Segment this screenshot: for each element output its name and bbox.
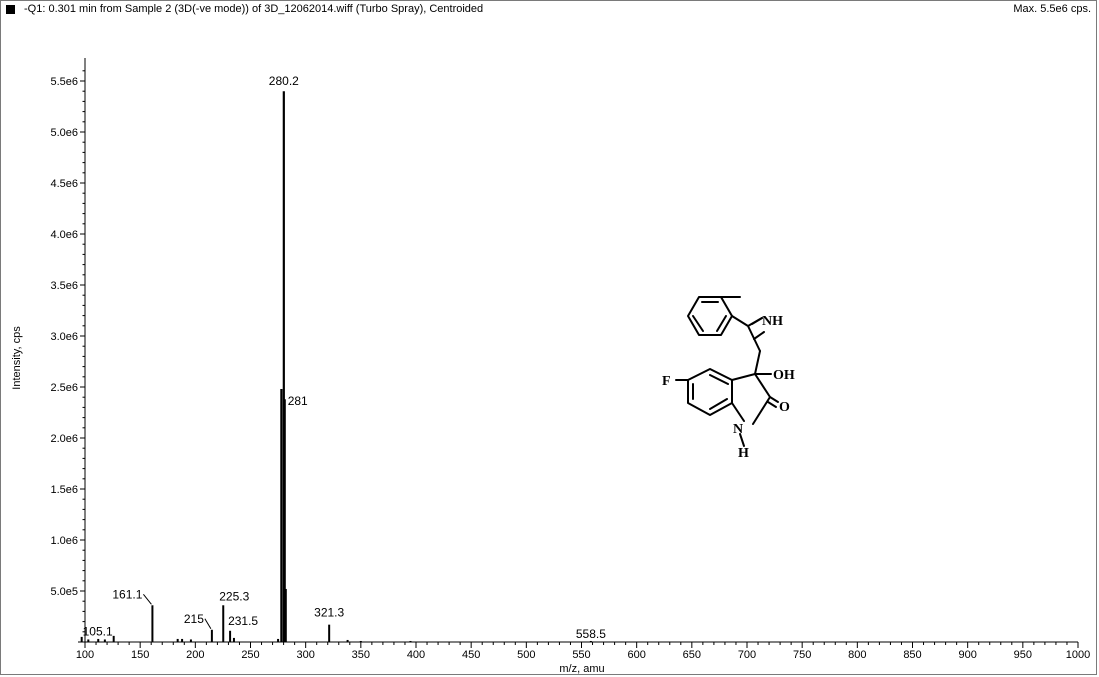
y-tick-label: 5.5e6 — [50, 76, 78, 88]
max-intensity-label: Max. 5.5e6 cps. — [1013, 3, 1091, 15]
atom-label-oh: OH — [773, 368, 795, 383]
indole-pyrrole-ring — [720, 296, 765, 352]
y-tick-label: 3.5e6 — [50, 280, 78, 292]
y-tick-label: 4.0e6 — [50, 229, 78, 241]
atom-label-h: H — [738, 446, 749, 461]
y-tick-label: 4.5e6 — [50, 178, 78, 190]
y-axis-ticks: 5.0e5 1.0e6 1.5e6 2.0e6 2.5e6 3.0e6 3.5e6 4.0e6… — [50, 70, 85, 643]
y-tick-label: 5.0e5 — [50, 586, 78, 598]
x-axis-title: m/z, amu — [559, 663, 604, 675]
x-tick-label: 450 — [462, 649, 480, 661]
x-tick-label: 100 — [76, 649, 94, 661]
y-tick-label: 3.0e6 — [50, 331, 78, 343]
indole-nh-bond — [751, 317, 763, 325]
x-tick-label: 1000 — [1066, 649, 1090, 661]
x-tick-label: 700 — [738, 649, 756, 661]
structure-atom-labels: NH OH F O N H — [662, 314, 795, 461]
carbonyl-bond — [767, 396, 779, 408]
nh-bond — [739, 433, 745, 447]
y-tick-label: 2.0e6 — [50, 433, 78, 445]
header-marker-icon — [6, 5, 15, 14]
x-tick-label: 150 — [131, 649, 149, 661]
oxindole-five-ring — [731, 373, 771, 425]
x-tick-label: 300 — [296, 649, 314, 661]
atom-label-f: F — [662, 374, 671, 389]
indole-benzene-double-bonds — [692, 301, 727, 332]
peak-label: 280.2 — [269, 74, 299, 88]
x-tick-label: 500 — [517, 649, 535, 661]
x-tick-label: 750 — [793, 649, 811, 661]
y-tick-label: 1.0e6 — [50, 535, 78, 547]
x-tick-label: 550 — [572, 649, 590, 661]
x-tick-label: 650 — [683, 649, 701, 661]
chemical-structure — [675, 296, 779, 447]
peak-label: 215 — [184, 612, 204, 626]
atom-label-o: O — [779, 400, 790, 415]
y-tick-label: 1.5e6 — [50, 484, 78, 496]
x-tick-label: 900 — [958, 649, 976, 661]
atom-label-nh-top: NH — [762, 314, 783, 329]
peak-label: 225.3 — [219, 589, 249, 603]
x-tick-label: 250 — [241, 649, 259, 661]
peak-label: 161.1 — [112, 587, 142, 601]
x-tick-label: 850 — [903, 649, 921, 661]
chart-axes — [78, 58, 1078, 643]
peak-leader-line — [143, 593, 152, 605]
peak-leader-line — [204, 618, 212, 630]
x-tick-label: 950 — [1014, 649, 1032, 661]
y-tick-label: 2.5e6 — [50, 382, 78, 394]
x-tick-label: 200 — [186, 649, 204, 661]
peak-label: 321.3 — [314, 606, 344, 620]
peak-label: 281 — [288, 394, 308, 408]
peak-labels: 280.2 281 161.1 225.3 215 231.5 321.3 105.1 558.… — [83, 74, 607, 641]
x-tick-label: 600 — [627, 649, 645, 661]
spectrum-header-title: -Q1: 0.301 min from Sample 2 (3D(-ve mod… — [24, 3, 484, 15]
x-tick-label: 400 — [407, 649, 425, 661]
spectrum-peaks — [80, 91, 592, 642]
c3-bond — [754, 350, 761, 375]
peak-label: 105.1 — [83, 624, 113, 638]
atom-label-n: N — [733, 422, 743, 437]
peak-label: 558.5 — [576, 627, 606, 641]
x-axis-ticks: 100 150 200 250 300 350 400 450 500 550 600 650 700 7… — [76, 642, 1090, 661]
y-tick-label: 5.0e6 — [50, 127, 78, 139]
y-axis-title: Intensity, cps — [11, 326, 23, 390]
peak-label: 231.5 — [228, 614, 258, 628]
x-tick-label: 350 — [352, 649, 370, 661]
oxindole-benzene-double-bonds — [692, 374, 729, 410]
x-tick-label: 800 — [848, 649, 866, 661]
